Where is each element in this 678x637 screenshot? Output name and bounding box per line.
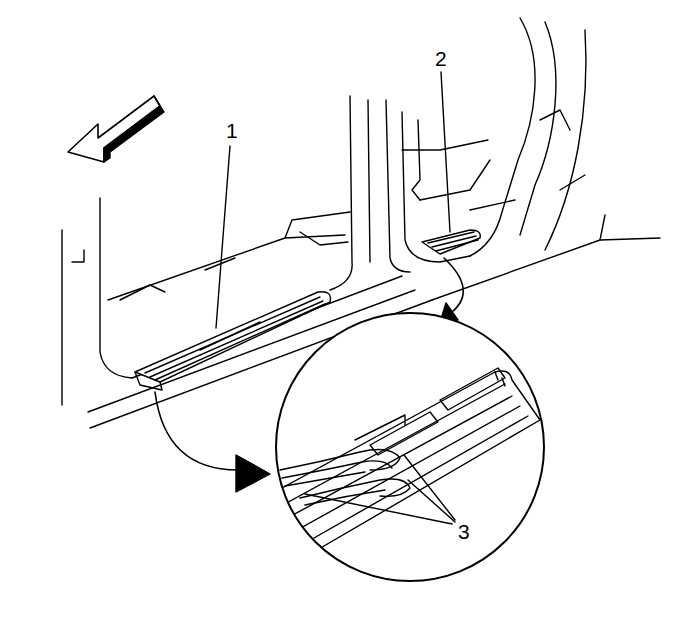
leader-line — [216, 146, 230, 328]
rear-sill-plate — [422, 230, 480, 254]
leader-line — [305, 494, 452, 524]
leader-line — [441, 72, 450, 232]
detail-view — [260, 313, 544, 581]
leader-line — [404, 455, 455, 520]
leader-line — [408, 480, 455, 522]
callout-number: 3 — [456, 520, 472, 543]
direction-arrow — [68, 96, 164, 162]
callout-number: 2 — [433, 47, 449, 70]
callout-number: 1 — [224, 119, 240, 142]
